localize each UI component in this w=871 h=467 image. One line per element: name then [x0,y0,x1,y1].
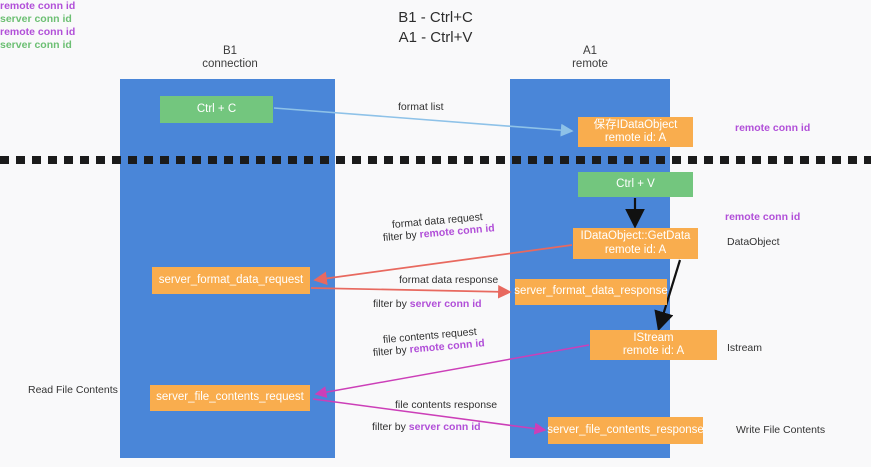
annotation-istream: Istream [727,342,763,354]
annotation-dataobject: DataObject [727,236,780,248]
filter-key-server-conn-id: server conn id [409,298,482,310]
lane-header-b1-role: connection [202,58,258,70]
node-save-idataobject-label: 保存IDataObject [593,118,678,131]
lane-header-a1-name: A1 [582,45,598,57]
node-idataobject-getdata[interactable]: IDataObject::GetData remote id: A [573,228,698,259]
filter-key-server-conn-id: server conn id [408,421,481,433]
node-save-idataobject-sub: remote id: A [604,132,667,144]
node-server-format-data-response[interactable]: server_format_data_response [514,279,668,305]
annotation-left-conn-ids-1: remote conn id server conn id [0,0,871,26]
title-line-2: A1 - Ctrl+V [398,29,473,46]
node-istream[interactable]: IStream remote id: A [590,330,717,360]
edge-label-format-data-response-filter: filter by server conn id [373,298,482,310]
filter-prefix: filter by [372,343,411,359]
node-idataobject-getdata-label: IDataObject::GetData [580,230,691,242]
edge-label-format-data-response: format data response [399,274,499,286]
edge-label-format-list: format list [398,101,444,113]
node-idataobject-getdata-sub: remote id: A [604,243,667,256]
node-server-format-data-response-label: server_format_data_response [514,285,668,298]
diagram-title: B1 - Ctrl+C A1 - Ctrl+V [0,8,871,48]
annotation-left-server-conn-id-2: server conn id [0,39,72,51]
filter-prefix: filter by [373,298,410,310]
node-server-file-contents-response-label: server_file_contents_response [547,423,704,436]
node-server-format-data-request[interactable]: server_format_data_request [152,267,310,294]
annotation-left-remote-conn-id-2: remote conn id [0,26,76,38]
edge-format-data-response [310,284,512,299]
lane-header-a1: A1 remote [510,45,670,71]
lane-header-a1-role: remote [572,58,608,70]
annotation-remote-conn-id-top: remote conn id [735,122,811,134]
node-server-file-contents-request[interactable]: server_file_contents_request [150,385,310,411]
title-line-1: B1 - Ctrl+C [398,9,473,26]
edge-label-file-contents-response-filter: filter by server conn id [372,421,481,433]
lane-header-b1-name: B1 [222,45,238,57]
filter-prefix: filter by [382,228,421,244]
node-server-file-contents-response[interactable]: server_file_contents_response [547,417,704,444]
annotation-remote-conn-id-mid: remote conn id [725,211,801,223]
annotation-left-conn-ids-2: remote conn id server conn id [0,26,871,52]
annotation-read-file-contents: Read File Contents [28,384,118,396]
node-ctrl-v-label: Ctrl + V [616,177,655,190]
node-ctrl-v[interactable]: Ctrl + V [578,172,693,197]
node-ctrl-c-label: Ctrl + C [196,102,237,115]
filter-prefix: filter by [372,421,409,433]
edge-label-file-contents-response: file contents response [395,399,498,411]
annotation-left-remote-conn-id-1: remote conn id [0,0,76,12]
node-istream-sub: remote id: A [622,345,685,357]
node-save-idataobject[interactable]: 保存IDataObject remote id: A [578,117,693,147]
node-server-file-contents-request-label: server_file_contents_request [156,391,304,404]
node-istream-label: IStream [633,331,674,344]
lane-header-b1: B1 connection [150,45,310,71]
node-server-format-data-request-label: server_format_data_request [158,273,304,286]
phase-divider [0,156,871,164]
annotation-left-server-conn-id-1: server conn id [0,13,72,25]
node-ctrl-c[interactable]: Ctrl + C [160,96,273,123]
annotation-write-file-contents: Write File Contents [736,424,826,436]
